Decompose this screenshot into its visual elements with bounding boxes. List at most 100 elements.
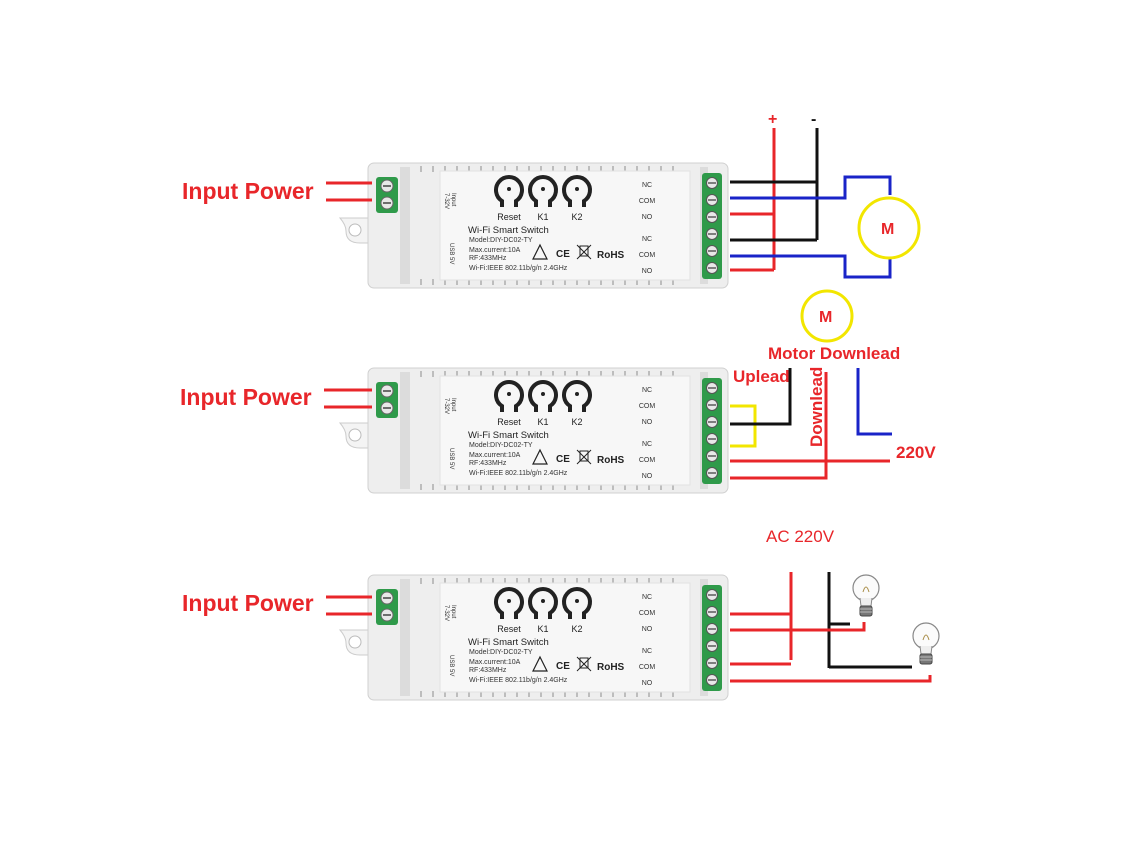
side-voltage-text: 7-32V xyxy=(443,605,449,621)
terminal-label-no: NO xyxy=(642,268,653,275)
weee-bin-icon xyxy=(576,449,592,465)
rohs-mark: RoHS xyxy=(597,250,625,261)
device-max-current: Max.current:10A xyxy=(469,452,521,459)
button-k2[interactable]: K2 xyxy=(562,380,592,427)
terminal-label-nc: NC xyxy=(642,594,652,601)
uplead-label: Uplead xyxy=(733,367,790,386)
input-terminal-block xyxy=(376,589,398,625)
lamp-wiring: AC 220V xyxy=(730,527,940,683)
terminal-label-com: COM xyxy=(639,252,656,259)
device-rf: RF:433MHz xyxy=(469,667,507,674)
button-label: Reset xyxy=(497,624,521,634)
side-usb-text: USB 5V xyxy=(448,655,454,676)
device-wifi: Wi-Fi:IEEE 802.11b/g/n 2.4GHz xyxy=(469,677,568,684)
terminal-label-nc: NC xyxy=(642,441,652,448)
button-reset[interactable]: Reset xyxy=(494,587,524,634)
button-reset[interactable]: Reset xyxy=(494,175,524,222)
button-label: K1 xyxy=(537,624,548,634)
device-max-current: Max.current:10A xyxy=(469,659,521,666)
minus-label: - xyxy=(811,111,816,128)
button-k1[interactable]: K1 xyxy=(528,175,558,222)
input-power-label-2: Input Power xyxy=(180,384,312,410)
device-title: Wi-Fi Smart Switch xyxy=(468,225,549,236)
output-terminal-block xyxy=(702,585,722,691)
button-label: K2 xyxy=(571,212,582,222)
button-label: Reset xyxy=(497,417,521,427)
motor-label-1: M xyxy=(881,221,894,238)
button-reset[interactable]: Reset xyxy=(494,380,524,427)
button-label: K2 xyxy=(571,624,582,634)
device-model: Model:DIY-DC02-TY xyxy=(469,649,533,656)
rohs-mark: RoHS xyxy=(597,662,625,673)
plus-label: + xyxy=(768,111,777,128)
terminal-label-nc: NC xyxy=(642,236,652,243)
terminal-label-nc: NC xyxy=(642,182,652,189)
terminal-label-com: COM xyxy=(639,610,656,617)
warning-triangle-icon xyxy=(532,655,548,672)
motor-label-2: M xyxy=(819,309,832,326)
lightbulb-icon xyxy=(912,622,940,665)
dc-motor-icon xyxy=(857,196,921,260)
ce-mark-icon: CE xyxy=(556,661,570,672)
terminal-label-nc: NC xyxy=(642,648,652,655)
input-power-1: Input Power xyxy=(182,178,372,204)
terminal-label-nc: NC xyxy=(642,387,652,394)
input-power-label-1: Input Power xyxy=(182,178,314,204)
device-wifi: Wi-Fi:IEEE 802.11b/g/n 2.4GHz xyxy=(469,470,568,477)
device-model: Model:DIY-DC02-TY xyxy=(469,237,533,244)
device-max-current: Max.current:10A xyxy=(469,247,521,254)
device-model: Model:DIY-DC02-TY xyxy=(469,442,533,449)
button-label: K2 xyxy=(571,417,582,427)
dc-motor-wiring: + - M xyxy=(730,111,921,279)
side-input-text: Input xyxy=(450,605,456,619)
side-usb-text: USB 5V xyxy=(448,448,454,469)
terminal-label-no: NO xyxy=(642,680,653,687)
input-power-2: Input Power xyxy=(180,384,372,410)
terminal-label-no: NO xyxy=(642,214,653,221)
button-k2[interactable]: K2 xyxy=(562,175,592,222)
device-title: Wi-Fi Smart Switch xyxy=(468,637,549,648)
warning-triangle-icon xyxy=(532,243,548,260)
ac220-label: AC 220V xyxy=(766,527,835,546)
side-input-text: Input xyxy=(450,398,456,412)
ce-mark-icon: CE xyxy=(556,249,570,260)
ac-motor-wiring: M Motor Downlead Uplead Downlead 220V xyxy=(730,289,936,480)
device-title: Wi-Fi Smart Switch xyxy=(468,430,549,441)
device-rf: RF:433MHz xyxy=(469,255,507,262)
button-label: Reset xyxy=(497,212,521,222)
button-label: K1 xyxy=(537,212,548,222)
button-k1[interactable]: K1 xyxy=(528,587,558,634)
side-voltage-text: 7-32V xyxy=(443,193,449,209)
input-power-label-3: Input Power xyxy=(182,590,314,616)
device-wifi: Wi-Fi:IEEE 802.11b/g/n 2.4GHz xyxy=(469,265,568,272)
button-k2[interactable]: K2 xyxy=(562,587,592,634)
device-rf: RF:433MHz xyxy=(469,460,507,467)
terminal-label-com: COM xyxy=(639,664,656,671)
input-terminal-block xyxy=(376,382,398,418)
terminal-label-com: COM xyxy=(639,198,656,205)
ce-mark-icon: CE xyxy=(556,454,570,465)
input-terminal-block xyxy=(376,177,398,213)
motor-downlead-label: Motor Downlead xyxy=(768,344,900,363)
output-terminal-block xyxy=(702,173,722,279)
terminal-label-no: NO xyxy=(642,419,653,426)
terminal-label-no: NO xyxy=(642,626,653,633)
rohs-mark: RoHS xyxy=(597,455,625,466)
side-voltage-text: 7-32V xyxy=(443,398,449,414)
output-terminal-block xyxy=(702,378,722,484)
terminal-label-com: COM xyxy=(639,457,656,464)
side-usb-text: USB 5V xyxy=(448,243,454,264)
warning-triangle-icon xyxy=(532,448,548,465)
weee-bin-icon xyxy=(576,656,592,672)
lightbulb-icon xyxy=(852,574,880,617)
v220-label: 220V xyxy=(896,443,936,462)
terminal-label-com: COM xyxy=(639,403,656,410)
input-power-3: Input Power xyxy=(182,590,372,616)
button-k1[interactable]: K1 xyxy=(528,380,558,427)
downlead-label: Downlead xyxy=(807,367,826,447)
terminal-label-no: NO xyxy=(642,473,653,480)
